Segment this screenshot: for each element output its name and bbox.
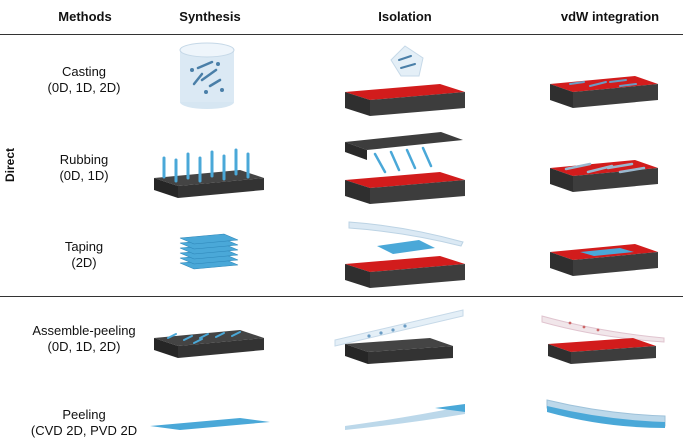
header-methods: Methods [58,9,112,24]
method-name: Rubbing [59,152,109,167]
assemble-peeling-isolation-illustration [334,309,464,364]
method-dims: (0D, 1D) [59,168,109,183]
method-name: Casting [61,64,107,79]
method-rubbing: Rubbing (0D, 1D) [0,152,168,184]
method-dims: (0D, 1D, 2D) [47,80,121,95]
header-synthesis: Synthesis [179,9,241,24]
method-dims: (CVD 2D, PVD 2D [30,423,138,438]
casting-synthesis-illustration [179,42,235,109]
peeling-integration-illustration [546,399,666,428]
header-vdw-integration: vdW integration [560,9,660,24]
rubbing-synthesis-illustration [154,148,264,198]
rubbing-isolation-illustration [345,132,465,204]
method-taping: Taping (2D) [0,239,168,271]
casting-integration-illustration [550,76,658,108]
assemble-peeling-synthesis-illustration [154,330,264,358]
casting-isolation-illustration [345,45,465,116]
method-dims: (0D, 1D, 2D) [47,339,121,354]
header-rule [0,34,683,35]
peeling-synthesis-illustration [150,418,270,430]
method-name: Assemble-peeling [32,323,136,338]
peeling-isolation-illustration [345,404,465,430]
method-name: Taping [64,239,104,254]
method-dims: (2D) [71,255,97,270]
section-rule [0,296,683,297]
taping-synthesis-illustration [179,233,239,270]
header-isolation: Isolation [378,9,432,24]
method-name: Peeling [62,407,106,422]
method-casting: Casting (0D, 1D, 2D) [0,64,168,96]
taping-isolation-illustration [345,221,465,288]
assemble-peeling-integration-illustration [541,315,665,364]
method-assemble-peeling: Assemble-peeling (0D, 1D, 2D) [0,323,168,355]
method-peeling: Peeling (CVD 2D, PVD 2D [0,407,168,439]
rubbing-integration-illustration [550,160,658,192]
taping-integration-illustration [550,244,658,276]
